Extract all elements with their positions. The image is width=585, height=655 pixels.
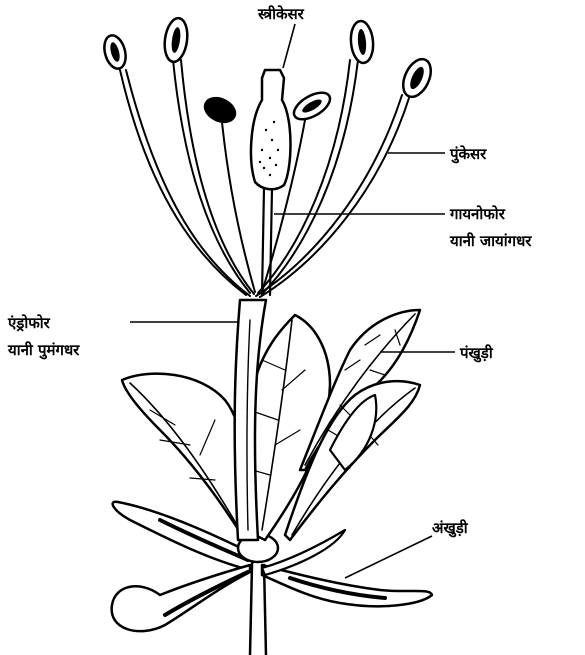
flower-stalk bbox=[250, 565, 266, 655]
leader-pistil bbox=[283, 24, 295, 68]
leader-sepals bbox=[345, 536, 432, 578]
label-stamens: पुंकेसर bbox=[449, 145, 487, 164]
petals bbox=[122, 310, 420, 540]
label-gynophore-2: यानी जायांगधर bbox=[449, 232, 532, 250]
label-petals: पंखुड़ी bbox=[459, 344, 494, 363]
label-sepals: अंखुड़ी bbox=[432, 519, 469, 538]
label-androphore-2: यानी पुमंगधर bbox=[7, 341, 80, 360]
label-gynophore: गायनोफोर bbox=[449, 205, 506, 223]
pistil bbox=[251, 70, 291, 189]
label-androphore: एंड्रोफोर bbox=[7, 314, 51, 332]
label-pistil: स्त्रीकेसर bbox=[257, 5, 305, 23]
